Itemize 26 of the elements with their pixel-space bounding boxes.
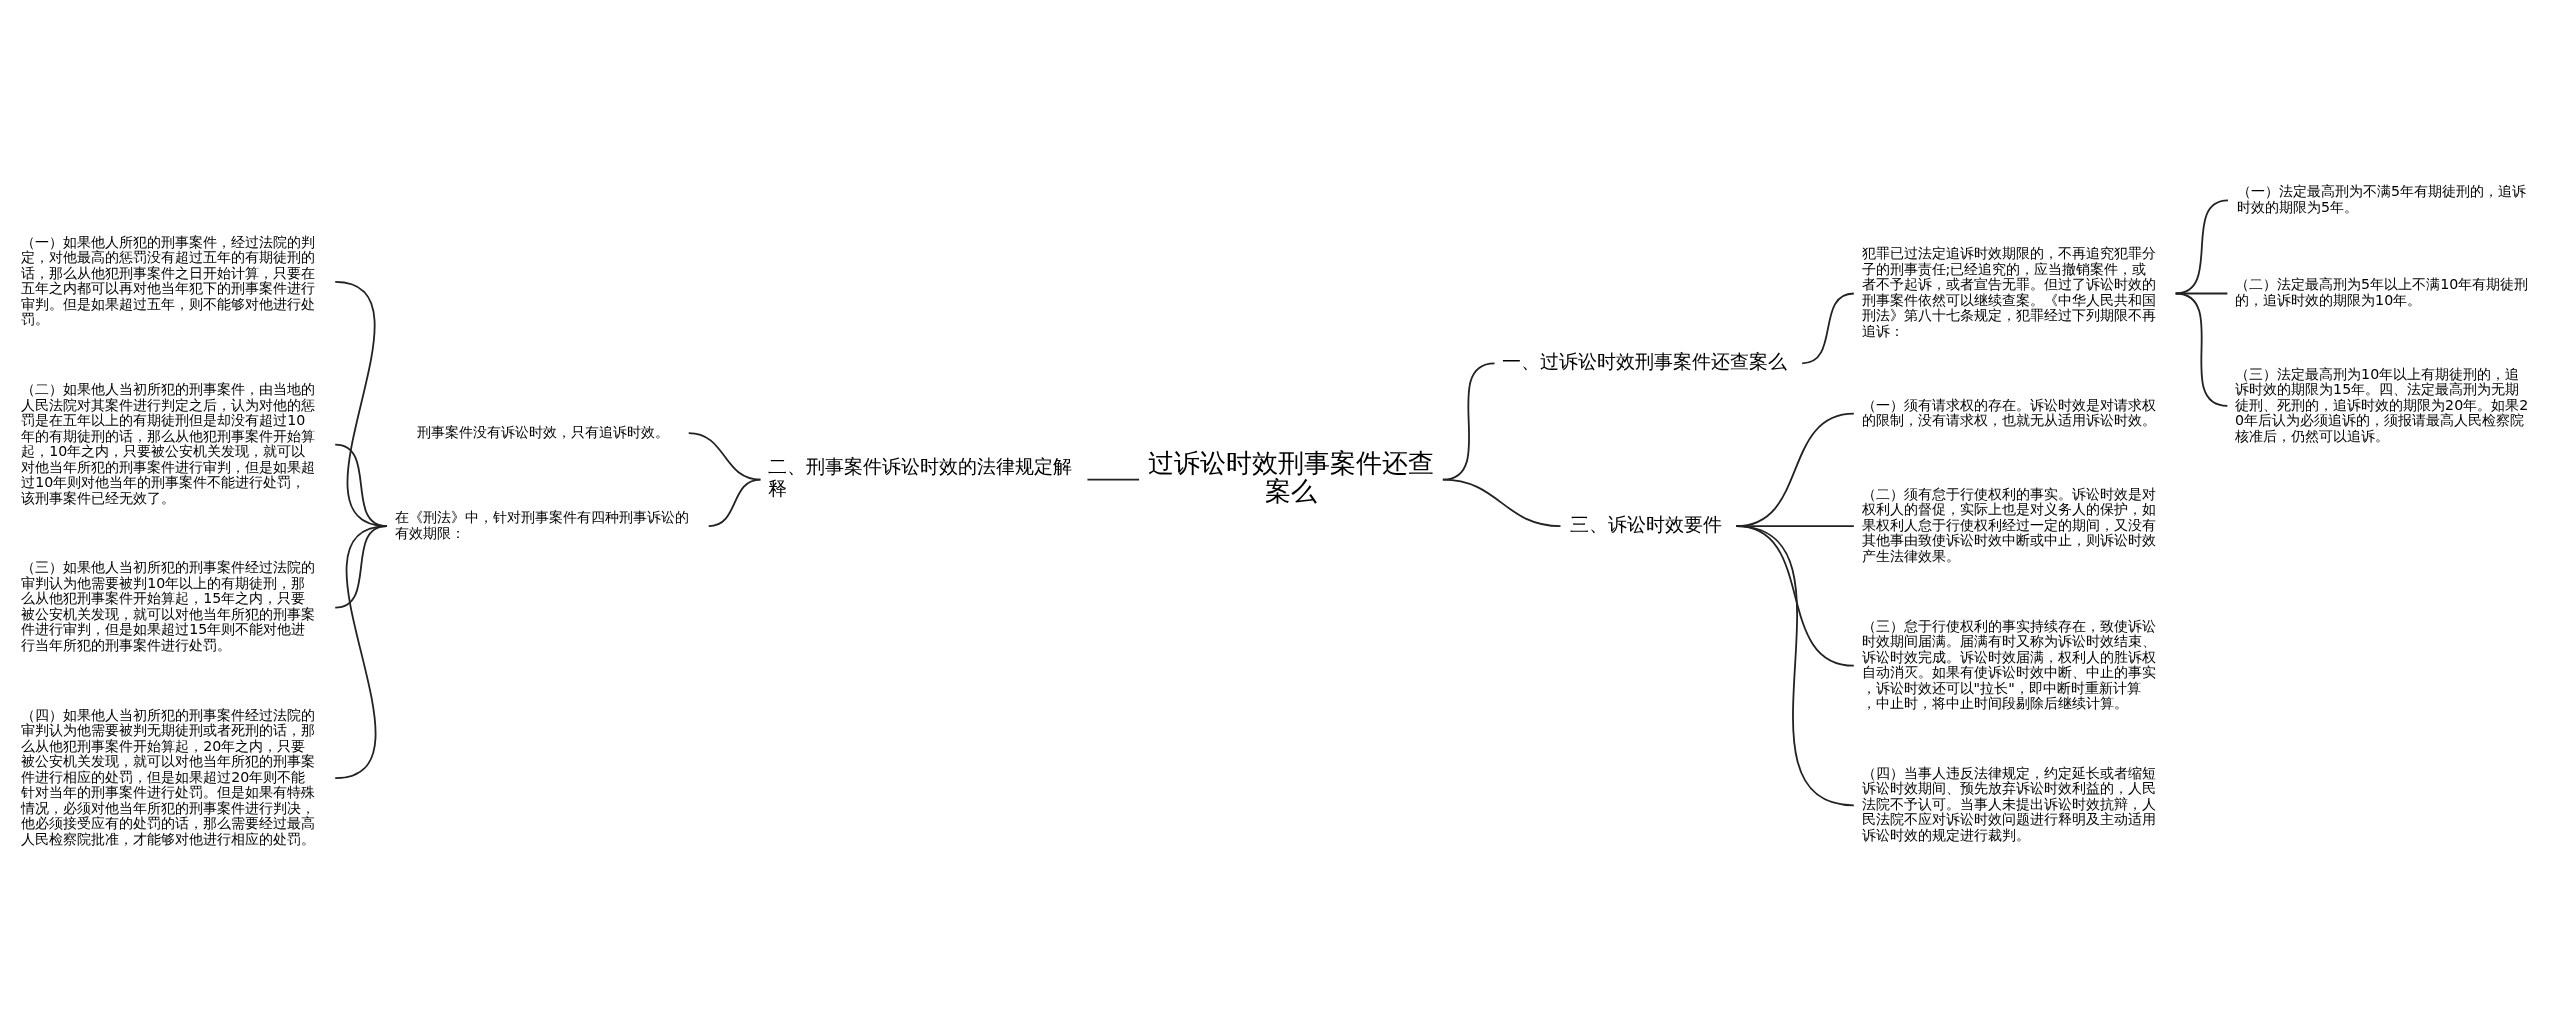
node-text: 刑事案件没有诉讼时效，只有追诉时效。 — [416, 423, 669, 440]
connector — [1735, 524, 1855, 806]
node-text: 一、过诉讼时效刑事案件还查案么 — [1502, 349, 1788, 373]
node-text: 二、刑事案件诉讼时效的法律规定解释 — [768, 454, 1073, 500]
node-text: （四）如果他人当初所犯的刑事案件经过法院的审判认为他需要被判无期徒刑或者死刑的话，那么从他犯刑事案件开始算起，20年之内，只要被公安机关发现，就可以对他当年所犯的刑事案件进行相应的处罚，但是如果超过20年则不能针对当年的刑事案件进行处罚。但是如果有特殊情况，必须对他当年所犯的刑事案件进行判决，他必须接受应有的处罚的话，那么需要经过最高人民检察院批准，才能够对他进行相应的处罚。 — [21, 706, 316, 847]
node-text: 过诉讼时效刑事案件还查案么 — [1147, 447, 1434, 506]
node-text: 三、诉讼时效要件 — [1570, 512, 1723, 536]
connector — [2174, 292, 2229, 407]
node-text: （三）怠于行使权利的事实持续存在，致使诉讼时效期间届满。届满有时又称为诉讼时效结束、诉讼时效完成。诉讼时效届满，权利人的胜诉权自动消灭。如果有使诉讼时效中断、中止的事实，诉讼时效还可以"拉长"，即中断时重新计算，中止时，将中止时间段剔除后继续计算。 — [1861, 617, 2156, 711]
connector — [334, 524, 388, 779]
connector — [1801, 292, 1855, 364]
node-text: 在《刑法》中，针对刑事案件有四种刑事诉讼的有效期限： — [394, 508, 689, 541]
node-text: 犯罪已过法定追诉时效期限的，不再追究犯罪分子的刑事责任;已经追究的，应当撤销案件，或者不予起诉，或者宣告无罪。但过了诉讼时效的刑事案件依然可以继续查案。《中华人民共和国刑法》第八十七条规定，犯罪经过下列期限不再追诉： — [1861, 244, 2156, 339]
node-text: （三）如果他人当初所犯的刑事案件经过法院的审判认为他需要被判10年以上的有期徒刑，那么从他犯刑事案件开始算起，15年之内，只要被公安机关发现，就可以对他当年所犯的刑事案件进行审判，但是如果超过15年则不能对他进行当年所犯的刑事案件进行处罚。 — [21, 558, 316, 653]
node-text: （二）须有怠于行使权利的事实。诉讼时效是对权利人的督促，实际上也是对义务人的保护，如果权利人怠于行使权利经过一定的期间，又没有其他事由致使诉讼时效中断或中止，则诉讼时效产生法律效果。 — [1861, 485, 2156, 564]
node-text: （一）须有请求权的存在。诉讼时效是对请求权的限制，没有请求权，也就无从适用诉讼时效。 — [1861, 396, 2156, 428]
connector — [1441, 478, 1562, 527]
node-text: （三）法定最高刑为10年以上有期徒刑的，追诉时效的期限为15年。四、法定最高刑为无期徒刑、死刑的，追诉时效的期限为20年。如果20年后认为必须追诉的，须报请最高人民检察院核准后，仍然可以追诉。 — [2235, 365, 2529, 444]
connector — [707, 478, 762, 527]
node-text: （一）如果他人所犯的刑事案件，经过法院的判定，对他最高的惩罚没有超过五年的有期徒刑的话，那么从他犯刑事案件之日开始计算，只要在五年之内都可以再对他当年犯下的刑事案件进行审判。但是如果超过五年，则不能够对他进行处罚。 — [21, 233, 316, 327]
node-text: （四）当事人违反法律规定，约定延长或者缩短诉讼时效期间、预先放弃诉讼时效利益的，人民法院不予认可。当事人未提出诉讼时效抗辩，人民法院不应对诉讼时效问题进行释明及主动适用诉讼时效的规定进行裁判。 — [1861, 764, 2156, 843]
node-text: （二）如果他人当初所犯的刑事案件，由当地的人民法院对其案件进行判定之后，认为对他的惩罚是在五年以上的有期徒刑但是却没有超过10年的有期徒刑的话，那么从他犯刑事案件开始算起，10年之内，只要被公安机关发现，就可以对他当年所犯的刑事案件进行审判，但是如果超过10年则对他当年的刑事案件不能进行处罚，该刑事案件已经无效了。 — [21, 380, 316, 506]
connector — [1086, 478, 1141, 480]
connector — [2174, 199, 2229, 294]
node-text: （一）法定最高刑为不满5年有期徒刑的，追诉时效的期限为5年。 — [2237, 182, 2527, 215]
node-text: （二）法定最高刑为5年以上不满10年有期徒刑的，追诉时效的期限为10年。 — [2235, 275, 2529, 308]
